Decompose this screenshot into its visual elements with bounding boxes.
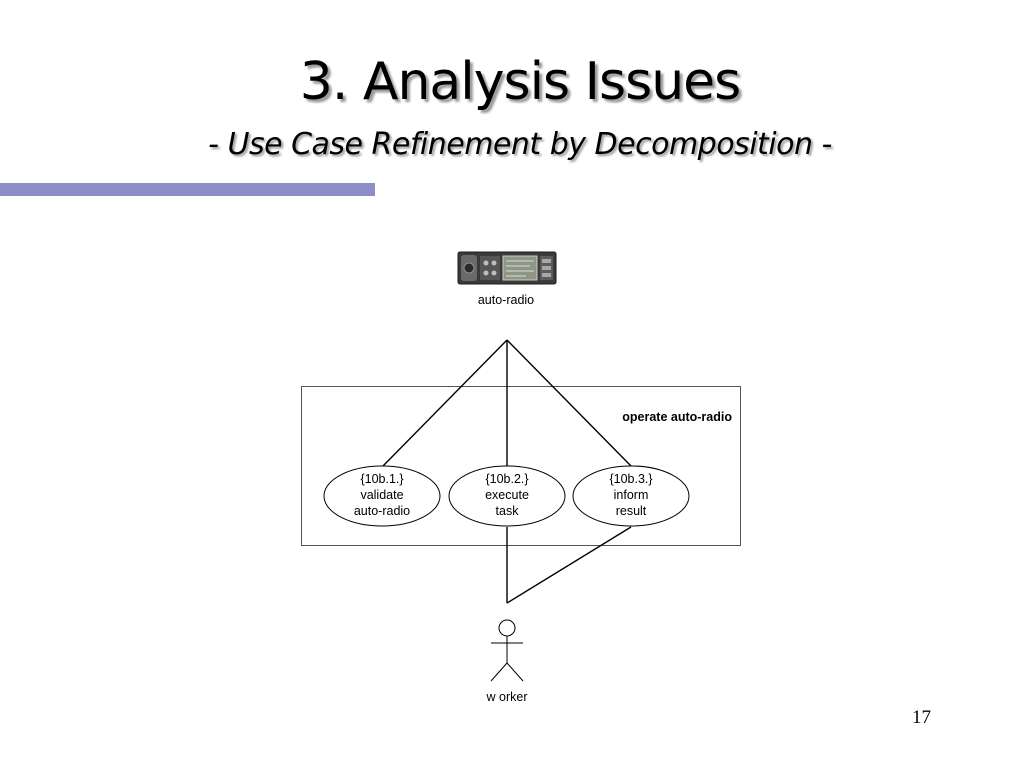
use-case-line: execute xyxy=(485,488,529,502)
accent-bar xyxy=(0,183,375,196)
use-case-inform: {10b.3.} inform result xyxy=(572,465,690,527)
system-boundary xyxy=(301,386,741,546)
use-case-line: inform xyxy=(614,488,649,502)
stick-figure-actor-icon xyxy=(490,619,524,682)
system-boundary-label: operate auto-radio xyxy=(622,410,732,424)
use-case-line: auto-radio xyxy=(354,504,410,518)
slide-title: 3. Analysis Issues xyxy=(299,52,741,112)
use-case-id: {10b.2.} xyxy=(485,472,528,486)
use-case-validate: {10b.1.} validate auto-radio xyxy=(323,465,441,527)
slide-subtitle: - Use Case Refinement by Decomposition - xyxy=(208,127,832,162)
use-case-line: result xyxy=(616,504,647,518)
link-radio-validate xyxy=(382,339,508,467)
page-number: 17 xyxy=(912,707,931,728)
use-case-id: {10b.3.} xyxy=(609,472,652,486)
actor-label: w orker xyxy=(486,690,528,704)
use-case-execute: {10b.2.} execute task xyxy=(448,465,566,527)
use-case-line: validate xyxy=(360,488,403,502)
auto-radio-icon xyxy=(457,251,557,285)
link-inform-worker xyxy=(506,526,632,604)
use-case-id: {10b.1.} xyxy=(360,472,403,486)
link-radio-inform xyxy=(506,339,632,467)
use-case-line: task xyxy=(496,504,520,518)
auto-radio-label: auto-radio xyxy=(478,293,534,307)
